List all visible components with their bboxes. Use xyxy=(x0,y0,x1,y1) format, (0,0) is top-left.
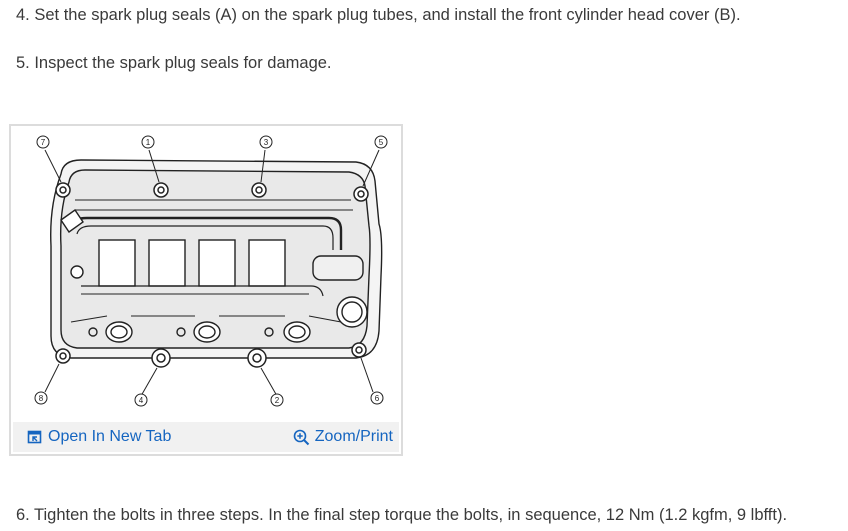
zoom-print-label: Zoom/Print xyxy=(314,428,393,445)
svg-text:2: 2 xyxy=(275,396,280,405)
open-in-new-tab-link[interactable]: Open In New Tab xyxy=(27,428,171,446)
callout-8: 8 xyxy=(34,391,48,405)
zoom-print-link[interactable]: Zoom/Print xyxy=(293,428,393,446)
callout-1: 1 xyxy=(141,135,155,149)
figure-toolbar: Open In New Tab Zoom/Print xyxy=(13,422,399,452)
svg-text:3: 3 xyxy=(264,138,269,147)
svg-text:4: 4 xyxy=(139,396,144,405)
callout-6: 6 xyxy=(370,391,384,405)
zoom-in-icon xyxy=(293,429,309,445)
figure-cylinder-head-cover: 7 1 3 5 8 4 2 6 Open In New Tab Zoom/ xyxy=(9,124,403,456)
cylinder-head-cover-diagram: 7 1 3 5 8 4 2 6 xyxy=(34,135,388,407)
step-6-text: 6. Tighten the bolts in three steps. In … xyxy=(16,506,788,524)
callout-3: 3 xyxy=(259,135,273,149)
step-4-text: 4. Set the spark plug seals (A) on the s… xyxy=(16,6,741,24)
callout-2: 2 xyxy=(270,393,284,407)
open-in-new-tab-label: Open In New Tab xyxy=(48,428,172,445)
callout-5: 5 xyxy=(374,135,388,149)
callout-7: 7 xyxy=(36,135,50,149)
callout-4: 4 xyxy=(134,393,148,407)
svg-text:7: 7 xyxy=(41,138,46,147)
svg-text:1: 1 xyxy=(146,138,151,147)
svg-text:8: 8 xyxy=(39,394,44,403)
svg-text:5: 5 xyxy=(379,138,384,147)
step-5-text: 5. Inspect the spark plug seals for dama… xyxy=(16,54,332,72)
svg-text:6: 6 xyxy=(375,394,380,403)
new-tab-icon xyxy=(27,430,42,444)
